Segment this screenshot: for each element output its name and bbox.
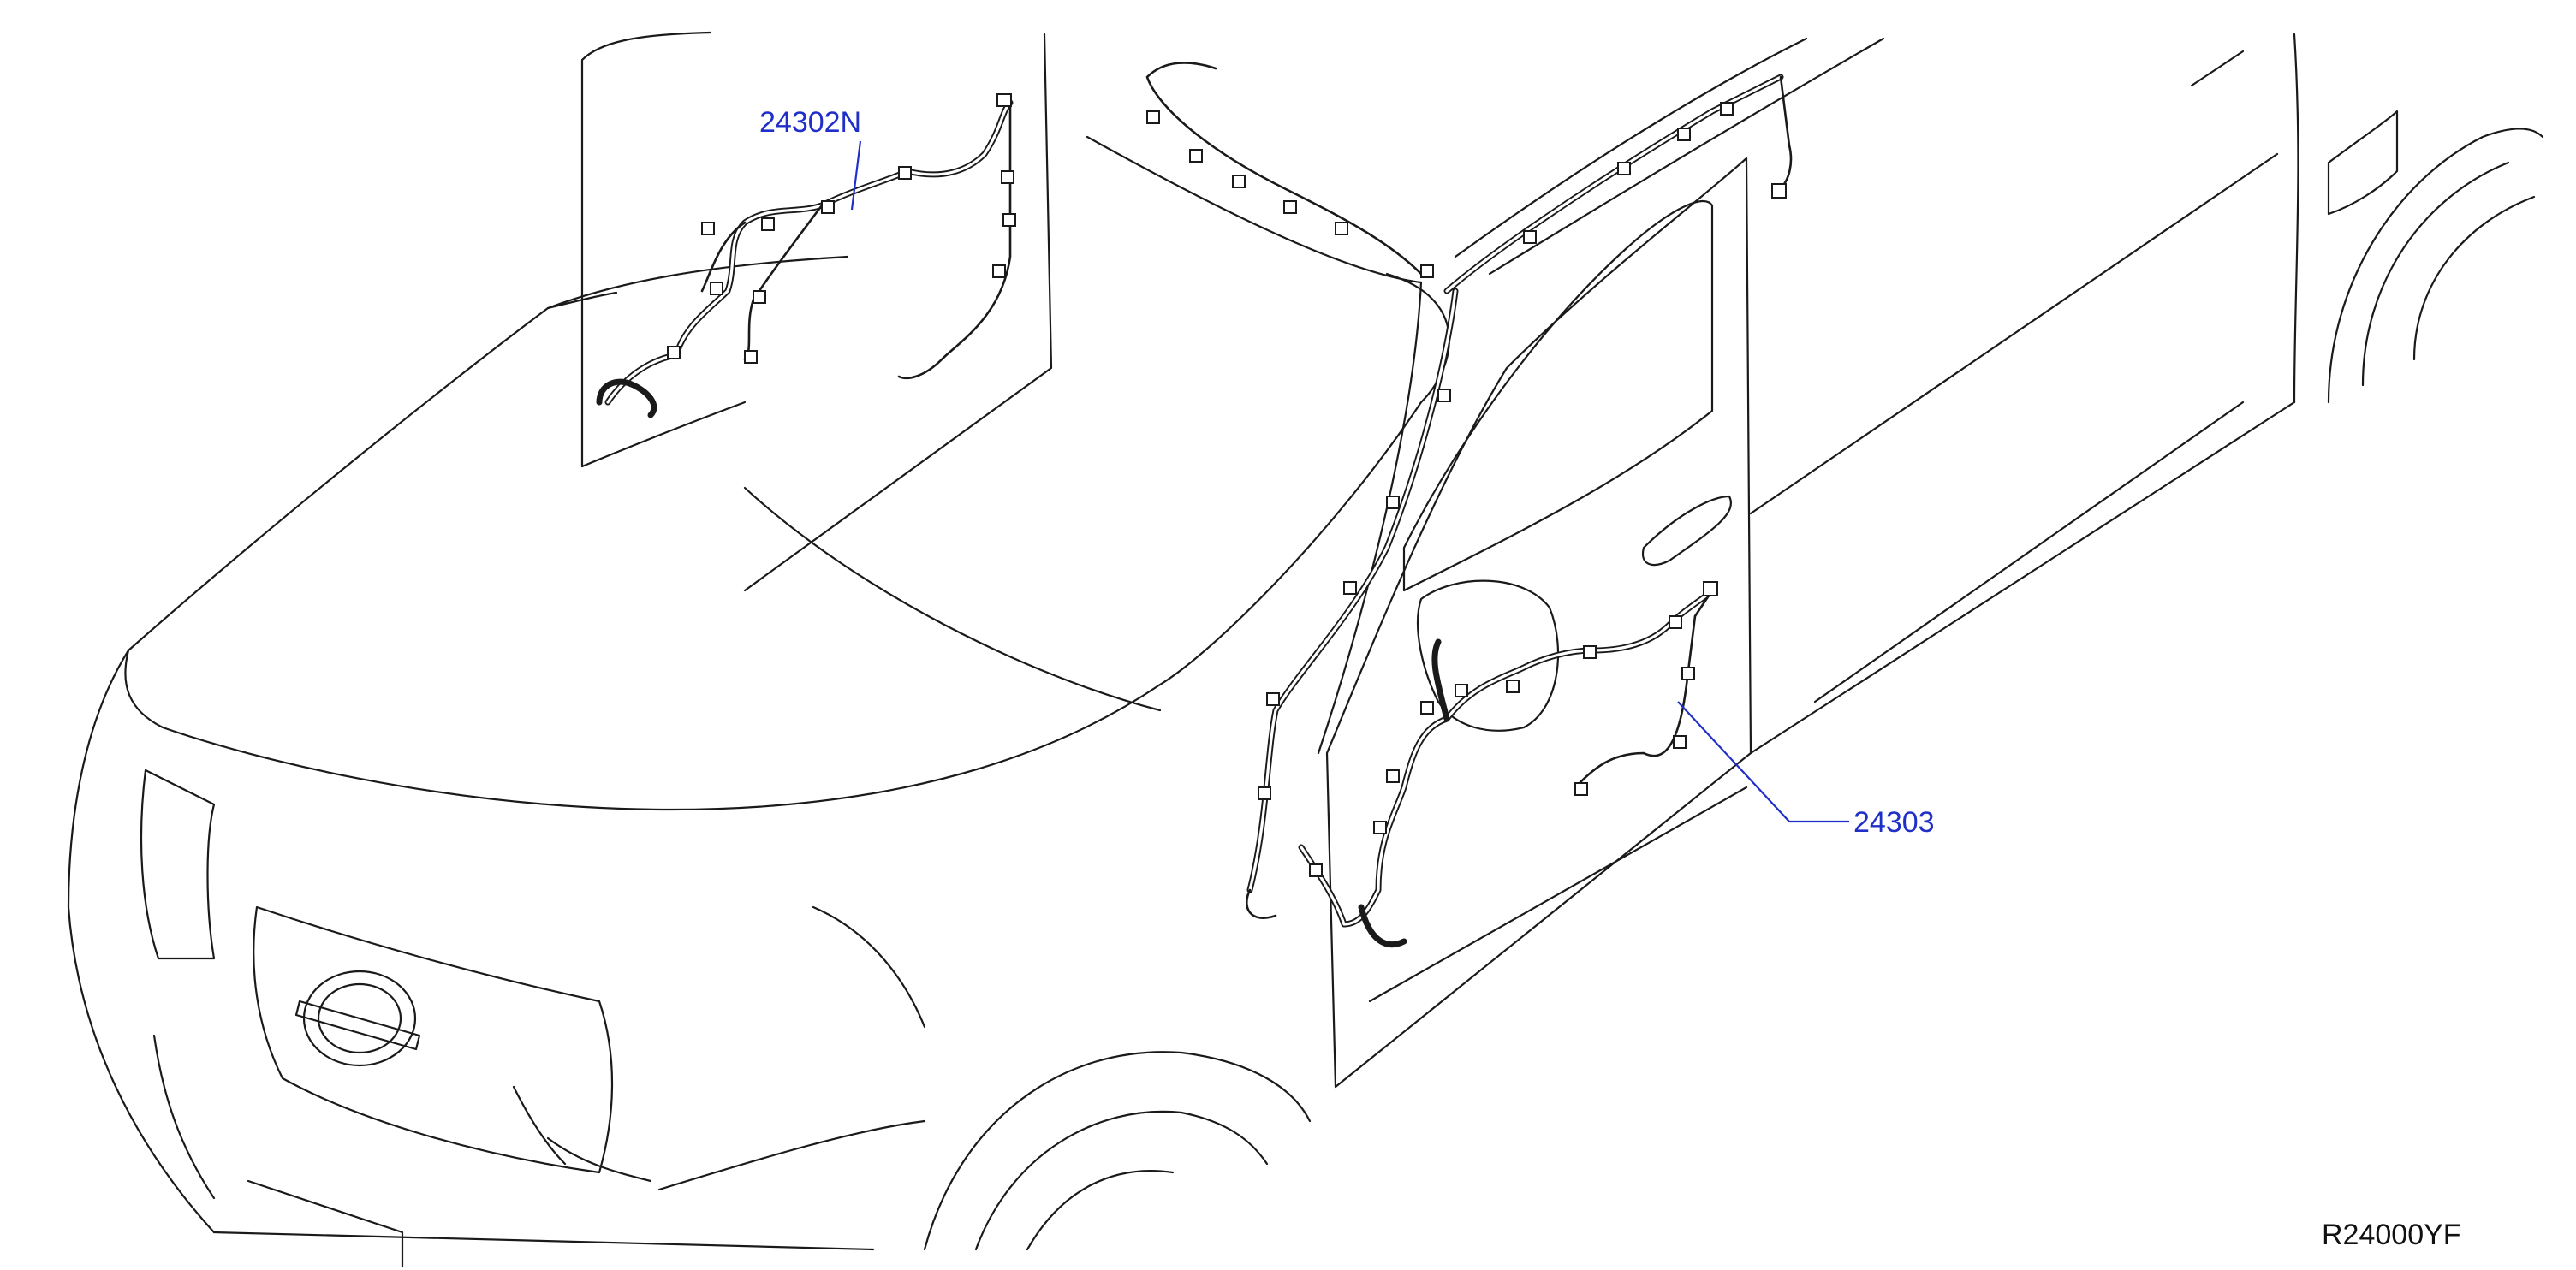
door-harness-24303	[1298, 581, 1718, 948]
leader-24303	[1677, 701, 1849, 823]
roof-rail-harness	[1145, 62, 1793, 294]
reference-code: R24000YF	[2322, 1219, 2461, 1251]
vehicle-body-outline	[67, 31, 2544, 1268]
callout-24302N: 24302N	[759, 106, 862, 139]
a-pillar-harness	[1245, 288, 1459, 919]
leader-24302N	[850, 140, 862, 211]
roof-harness-24302N	[596, 93, 1016, 418]
callout-24303: 24303	[1853, 806, 1935, 839]
leader-lines	[850, 140, 1849, 823]
